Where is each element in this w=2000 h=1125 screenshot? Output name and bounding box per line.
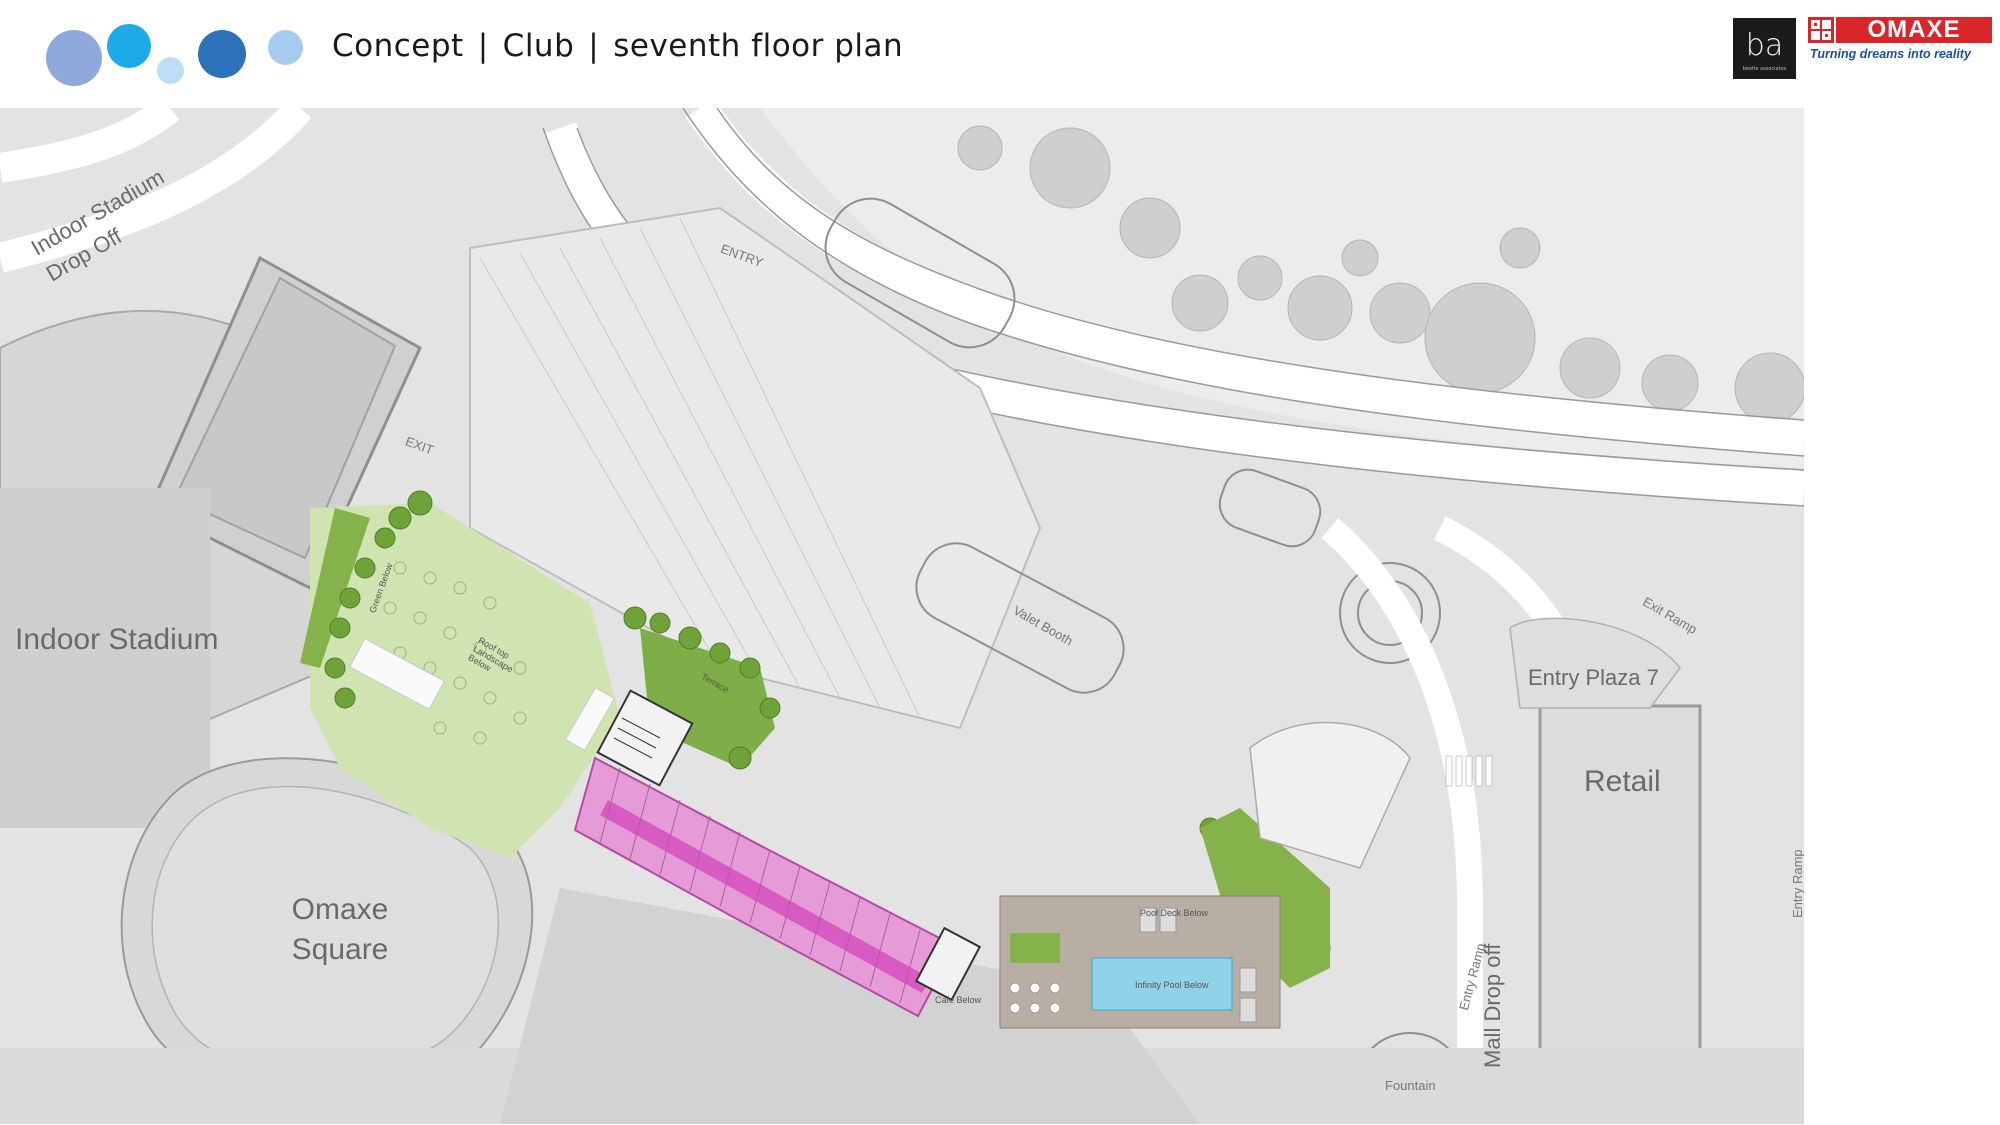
omaxe-logo: OMAXE Turning dreams into reality xyxy=(1808,17,1994,65)
label-fountain: Fountain xyxy=(1385,1078,1436,1093)
label-pool-deck-below: Pool Deck Below xyxy=(1140,908,1209,918)
ba-logo-subtitle: beetle associates xyxy=(1742,66,1787,72)
title-floor: seventh floor plan xyxy=(613,28,904,64)
title-separator: | xyxy=(588,28,600,64)
omaxe-wordmark: OMAXE xyxy=(1836,17,1992,43)
decor-dot-3 xyxy=(157,57,184,84)
label-infinity-pool-below: Infinity Pool Below xyxy=(1135,980,1209,990)
decor-dot-2 xyxy=(107,24,151,68)
decor-dot-4 xyxy=(198,30,246,78)
title-separator: | xyxy=(477,28,489,64)
label-mall-drop-off: Mall Drop off xyxy=(1480,943,1505,1068)
label-cafe-below: Cafe Below xyxy=(935,995,982,1005)
title-concept: Concept xyxy=(332,28,464,64)
label-entry-ramp-east: Entry Ramp xyxy=(1790,849,1804,918)
page-title: Concept | Club | seventh floor plan xyxy=(332,28,903,64)
ba-logo: ba beetle associates xyxy=(1733,18,1796,79)
ba-logo-mark: ba xyxy=(1745,28,1784,63)
label-omaxe-square: Omaxe Square xyxy=(291,893,389,966)
label-indoor-stadium: Indoor Stadium xyxy=(15,623,219,656)
omaxe-tagline: Turning dreams into reality xyxy=(1810,47,1971,61)
site-plan: Indoor Stadium Drop Off Indoor Stadium O… xyxy=(0,108,1804,1124)
header: Concept | Club | seventh floor plan ba beetl… xyxy=(0,0,2000,108)
label-entry-plaza: Entry Plaza 7 xyxy=(1528,665,1659,690)
decor-dot-5 xyxy=(268,30,303,65)
decor-dot-1 xyxy=(46,30,102,86)
title-club: Club xyxy=(502,28,575,64)
omaxe-emblem-icon xyxy=(1808,17,1834,43)
site-plan-drawing xyxy=(0,108,1804,1124)
label-retail: Retail xyxy=(1584,765,1661,798)
